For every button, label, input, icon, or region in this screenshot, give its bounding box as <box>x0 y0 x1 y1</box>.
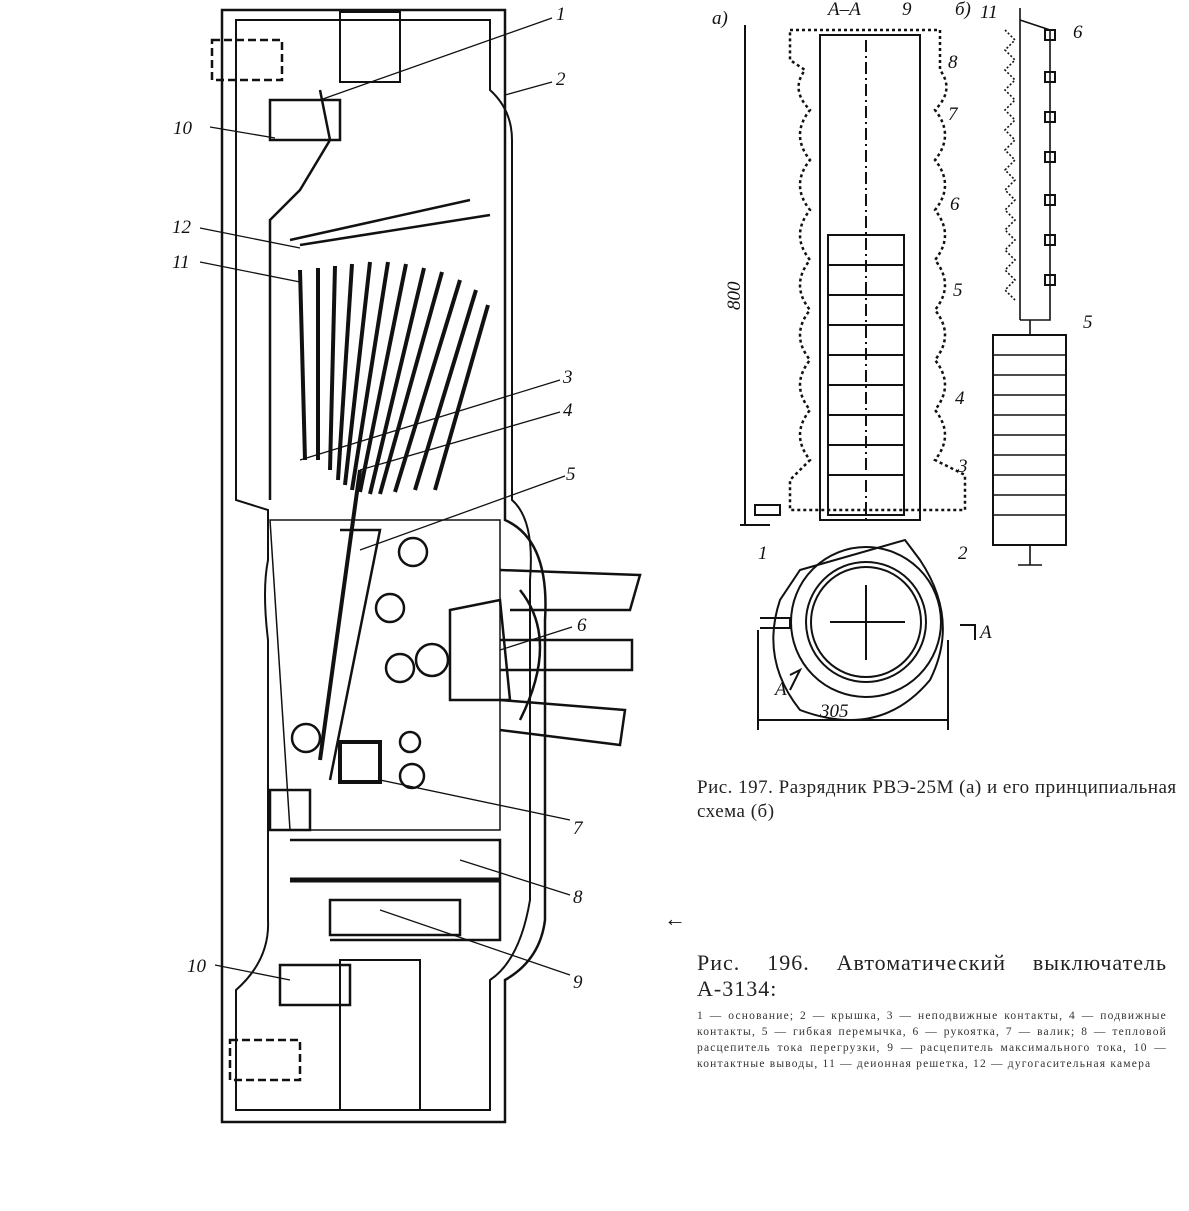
section-mark-a-left: А <box>773 679 787 700</box>
figure-196-legend: 1 — основание; 2 — крышка, 3 — неподвижн… <box>697 1010 1167 1070</box>
figure-196-caption: Рис. 196. Автоматический выключатель А-3… <box>697 950 1167 1072</box>
label-6: 6 <box>950 194 960 215</box>
label-10-bottom: 10 <box>187 956 207 977</box>
label-2: 2 <box>556 69 566 90</box>
label-b: б) <box>955 0 971 20</box>
label-5: 5 <box>953 280 963 301</box>
dimension-305: 305 <box>819 701 849 722</box>
label-2: 2 <box>958 543 968 564</box>
label-11: 11 <box>172 252 190 273</box>
circuit-breaker-drawing <box>210 8 547 1124</box>
fig196-part-labels: 1 2 10 12 11 3 4 5 6 7 8 9 10 <box>172 4 587 993</box>
label-section: А–А <box>826 0 861 20</box>
figure-196-title: Рис. 196. Автоматический выключатель А-3… <box>697 950 1167 1001</box>
arrow-icon: ← <box>664 906 686 931</box>
label-9: 9 <box>902 0 912 20</box>
label-5-schematic: 5 <box>1083 312 1093 333</box>
label-a: а) <box>712 8 728 29</box>
label-9: 9 <box>573 972 583 993</box>
mechanism <box>268 469 642 942</box>
label-6-schematic: 6 <box>1073 22 1083 43</box>
section-mark-a-right: А <box>978 622 992 643</box>
label-5: 5 <box>566 464 576 485</box>
label-8: 8 <box>573 887 583 908</box>
dimension-800: 800 <box>724 281 745 310</box>
label-3: 3 <box>562 367 573 388</box>
schematic-diagram <box>992 8 1067 566</box>
label-8: 8 <box>948 52 958 73</box>
figure-197-caption: Рис. 197. Разрядник РВЭ-25М (а) и его пр… <box>697 777 1177 822</box>
label-3: 3 <box>957 456 968 477</box>
label-1: 1 <box>758 543 768 564</box>
fig197-labels: а) А–А 9 б) 11 6 8 7 6 5 4 3 2 1 5 800 3… <box>712 0 1093 722</box>
label-10-top: 10 <box>173 118 193 139</box>
label-11: 11 <box>980 2 998 23</box>
arc-chute-grid <box>298 261 490 495</box>
label-1: 1 <box>556 4 566 25</box>
label-7: 7 <box>948 104 959 125</box>
label-4: 4 <box>563 400 573 421</box>
label-6: 6 <box>577 615 587 636</box>
label-7: 7 <box>573 818 584 839</box>
label-12: 12 <box>172 217 192 238</box>
arrester-drawing <box>740 25 976 730</box>
leader-lines <box>199 17 573 981</box>
label-4: 4 <box>955 388 965 409</box>
